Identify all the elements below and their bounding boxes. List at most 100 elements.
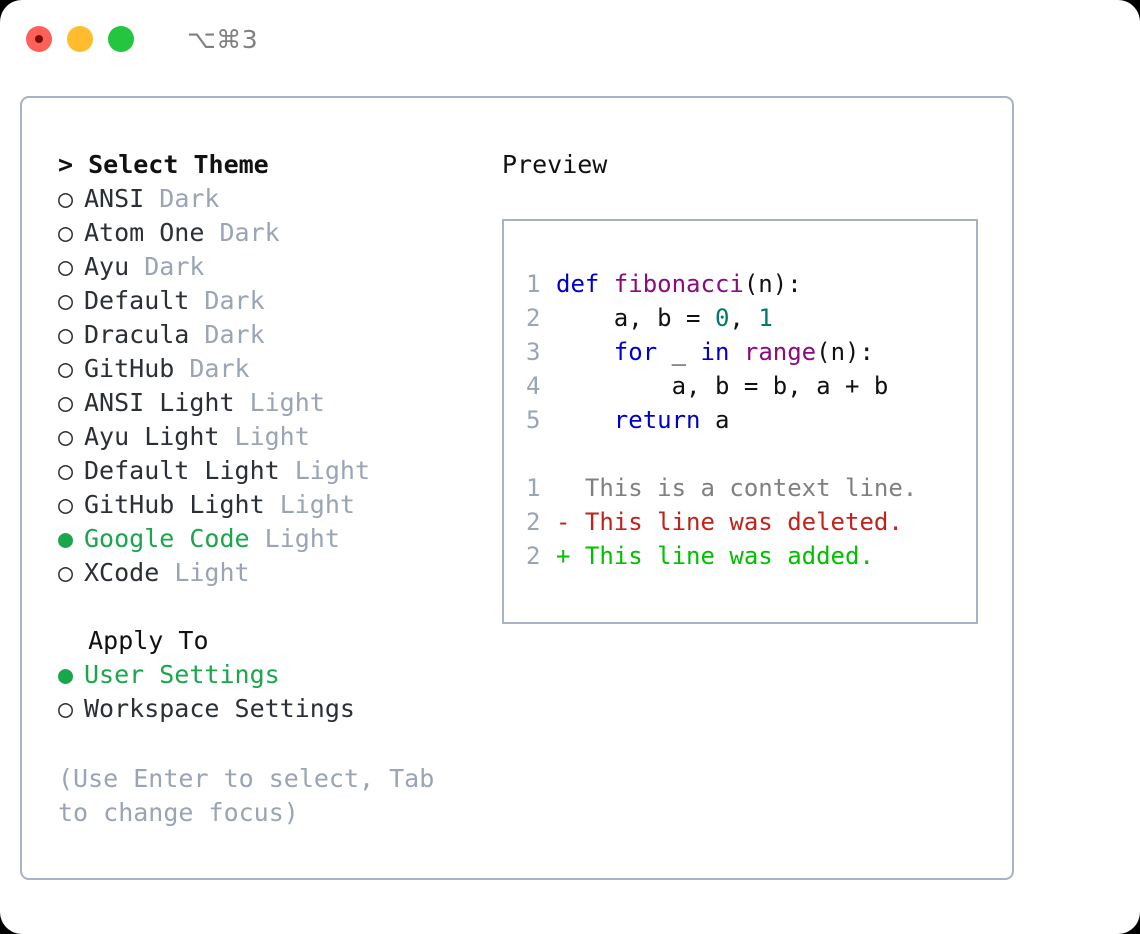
code-line: 4 a, b = b, a + b	[526, 369, 976, 403]
theme-option-default[interactable]: ○ Default Dark	[58, 284, 498, 318]
theme-option-google-code[interactable]: ● Google Code Light	[58, 522, 498, 556]
theme-selector-panel: > Select Theme ○ANSI Dark○Atom One Dark○…	[20, 96, 1014, 880]
line-number: 4	[526, 372, 541, 400]
code-token-pl	[556, 338, 614, 366]
theme-option-variant: Light	[294, 456, 370, 485]
code-token-kw: for	[613, 338, 658, 366]
theme-option-variant: Light	[279, 490, 355, 519]
radio-selected-icon: ●	[58, 660, 74, 689]
minimize-button[interactable]	[67, 26, 93, 52]
zoom-button[interactable]	[108, 26, 134, 52]
code-token-fn: fibonacci	[613, 270, 744, 298]
line-number: 1	[526, 474, 541, 502]
code-token-pl: a	[700, 406, 730, 434]
code-line: 5 return a	[526, 403, 976, 437]
code-token-pl: _	[657, 338, 701, 366]
line-number: 2	[526, 542, 541, 570]
apply-to-option-workspace-settings[interactable]: ○Workspace Settings	[58, 692, 498, 726]
theme-option-variant: Light	[249, 388, 325, 417]
keyboard-shortcut-label: ⌥⌘3	[187, 24, 259, 54]
code-token-pl: ,	[729, 304, 759, 332]
code-token-pl: a, b =	[556, 304, 715, 332]
diff-sample: 1 This is a context line.2- This line wa…	[526, 471, 976, 573]
code-diff-spacer	[526, 437, 976, 471]
theme-option-variant: Dark	[204, 320, 265, 349]
code-line: 3 for _ in range(n):	[526, 335, 976, 369]
theme-option-variant: Dark	[204, 286, 265, 315]
radio-unselected-icon: ○	[58, 286, 74, 315]
radio-unselected-icon: ○	[58, 320, 74, 349]
theme-option-label: Default	[84, 286, 190, 315]
code-token-fn: range	[743, 338, 817, 366]
theme-option-label: ANSI Light	[84, 388, 235, 417]
theme-option-variant: Light	[234, 422, 310, 451]
theme-option-ansi-light[interactable]: ○ ANSI Light Light	[58, 386, 498, 420]
code-token-pl: (n):	[743, 270, 802, 298]
diff-line-ctx: 1 This is a context line.	[526, 471, 976, 505]
theme-option-variant: Light	[264, 524, 340, 553]
theme-option-variant: Dark	[159, 184, 220, 213]
theme-option-dracula[interactable]: ○Dracula Dark	[58, 318, 498, 352]
diff-line-del: 2- This line was deleted.	[526, 505, 976, 539]
code-token-num: 0	[714, 304, 730, 332]
theme-option-list[interactable]: ○ANSI Dark○Atom One Dark○Ayu Dark○Defaul…	[58, 182, 498, 590]
radio-unselected-icon: ○	[58, 354, 74, 383]
apply-to-option-label: User Settings	[84, 660, 280, 689]
diff-text: This line was deleted.	[570, 508, 903, 536]
diff-text: This line was added.	[570, 542, 874, 570]
radio-selected-icon: ●	[58, 524, 74, 553]
theme-option-ansi[interactable]: ○ANSI Dark	[58, 182, 498, 216]
code-line: 1 def fibonacci(n):	[526, 267, 976, 301]
close-button[interactable]	[26, 26, 52, 52]
radio-unselected-icon: ○	[58, 456, 74, 485]
radio-unselected-icon: ○	[58, 490, 74, 519]
theme-option-atom-one[interactable]: ○ Atom One Dark	[58, 216, 498, 250]
code-token-pl	[729, 338, 743, 366]
code-token-kw: return	[613, 406, 701, 434]
theme-option-variant: Dark	[219, 218, 280, 247]
line-number: 1	[526, 270, 541, 298]
theme-list-header: > Select Theme	[58, 150, 269, 179]
theme-option-github-light[interactable]: ○ GitHub Light Light	[58, 488, 498, 522]
theme-option-default-light[interactable]: ○ Default Light Light	[58, 454, 498, 488]
radio-unselected-icon: ○	[58, 184, 74, 213]
radio-unselected-icon: ○	[58, 422, 74, 451]
radio-unselected-icon: ○	[58, 218, 74, 247]
theme-option-label: GitHub	[84, 354, 175, 383]
code-token-kw: in	[700, 338, 730, 366]
theme-option-label: GitHub Light	[84, 490, 265, 519]
apply-to-header: Apply To	[58, 626, 209, 655]
theme-option-xcode[interactable]: ○XCode Light	[58, 556, 498, 590]
apply-to-section: Apply To ● User Settings ○Workspace Settin…	[58, 624, 498, 726]
apply-to-option-user-settings[interactable]: ● User Settings	[58, 658, 498, 692]
line-number: 2	[526, 508, 541, 536]
preview-title: Preview	[502, 150, 608, 179]
apply-to-option-list[interactable]: ● User Settings ○Workspace Settings	[58, 658, 498, 726]
apply-to-option-label: Workspace Settings	[84, 694, 355, 723]
theme-option-label: Atom One	[84, 218, 205, 247]
radio-unselected-icon: ○	[58, 388, 74, 417]
line-number: 5	[526, 406, 541, 434]
theme-option-label: Default Light	[84, 456, 280, 485]
theme-option-label: Ayu Light	[84, 422, 220, 451]
theme-option-ayu-light[interactable]: ○ Ayu Light Light	[58, 420, 498, 454]
theme-option-label: XCode	[84, 558, 160, 587]
keyboard-hint-text: (Use Enter to select, Tab to change focu…	[58, 764, 435, 827]
code-token-num: 1	[758, 304, 773, 332]
code-line: 2 a, b = 0, 1	[526, 301, 976, 335]
diff-marker	[556, 474, 570, 502]
title-bar: ⌥⌘3	[0, 0, 1140, 78]
code-token-pl	[556, 406, 614, 434]
diff-marker: -	[556, 508, 571, 536]
code-token-pl: (n):	[816, 338, 874, 366]
theme-option-github[interactable]: ○GitHub Dark	[58, 352, 498, 386]
theme-option-label: Google Code	[84, 524, 250, 553]
code-token-kw: def	[556, 270, 614, 298]
radio-unselected-icon: ○	[58, 558, 74, 587]
theme-option-label: Ayu	[84, 252, 130, 281]
theme-option-ayu[interactable]: ○Ayu Dark	[58, 250, 498, 284]
